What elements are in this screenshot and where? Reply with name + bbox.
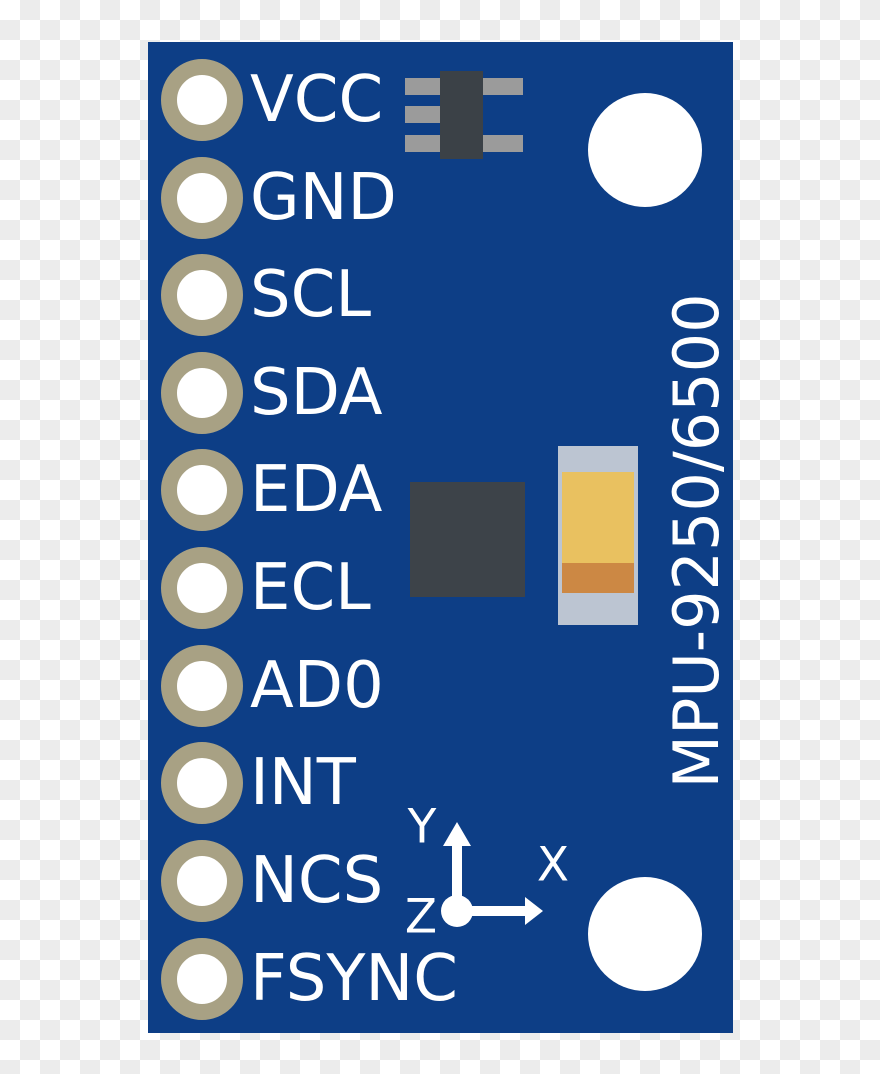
- sot23-regulator-chip: [405, 71, 523, 159]
- pin-label: AD0: [250, 649, 384, 723]
- pin-hole: [161, 645, 243, 727]
- pin-row-ad0: AD0: [161, 645, 384, 727]
- chip-pin: [405, 135, 440, 152]
- pin-label: ECL: [250, 551, 371, 625]
- pin-row-ncs: NCS: [161, 840, 383, 922]
- pin-row-sda: SDA: [161, 352, 383, 434]
- axis-label-y: Y: [407, 799, 437, 855]
- axis-label-z: Z: [404, 889, 438, 945]
- board-title-vertical: MPU-9250/6500: [660, 293, 733, 789]
- pcb-board: VCC GND SCL SDA EDA ECL AD0 INT: [148, 42, 733, 1033]
- pin-hole: [161, 449, 243, 531]
- axis-label-x: X: [536, 837, 570, 893]
- capacitor: [558, 446, 638, 625]
- axis-arrows-icon: [441, 822, 543, 927]
- pin-row-fsync: FSYNC: [161, 938, 458, 1020]
- pin-label: EDA: [250, 453, 383, 527]
- pin-hole: [161, 547, 243, 629]
- pin-label: INT: [250, 746, 356, 820]
- pin-row-int: INT: [161, 742, 356, 824]
- pin-label: NCS: [250, 844, 384, 918]
- capacitor-yellow-band: [562, 472, 634, 563]
- pin-hole: [161, 59, 243, 141]
- pin-row-vcc: VCC: [161, 59, 383, 141]
- chip-pin: [405, 78, 440, 95]
- pin-hole: [161, 254, 243, 336]
- pin-hole: [161, 840, 243, 922]
- chip-body: [440, 71, 483, 159]
- pin-hole: [161, 742, 243, 824]
- pin-label: FSYNC: [250, 942, 458, 1016]
- pin-hole: [161, 352, 243, 434]
- mounting-hole-bottom: [588, 877, 702, 991]
- mpu-sensor-chip: [410, 482, 525, 597]
- pin-label: VCC: [250, 63, 384, 137]
- pin-hole: [161, 938, 243, 1020]
- pin-row-gnd: GND: [161, 157, 397, 239]
- pin-row-scl: SCL: [161, 254, 371, 336]
- pin-label: SDA: [250, 356, 383, 430]
- pin-row-eda: EDA: [161, 449, 382, 531]
- chip-pin: [405, 106, 440, 123]
- chip-pin: [483, 78, 523, 95]
- pin-label: SCL: [250, 258, 371, 332]
- pin-row-ecl: ECL: [161, 547, 371, 629]
- mounting-hole-top: [588, 93, 702, 207]
- pin-hole: [161, 157, 243, 239]
- pin-label: GND: [250, 161, 397, 235]
- capacitor-orange-band: [562, 563, 634, 593]
- chip-pin: [483, 135, 523, 152]
